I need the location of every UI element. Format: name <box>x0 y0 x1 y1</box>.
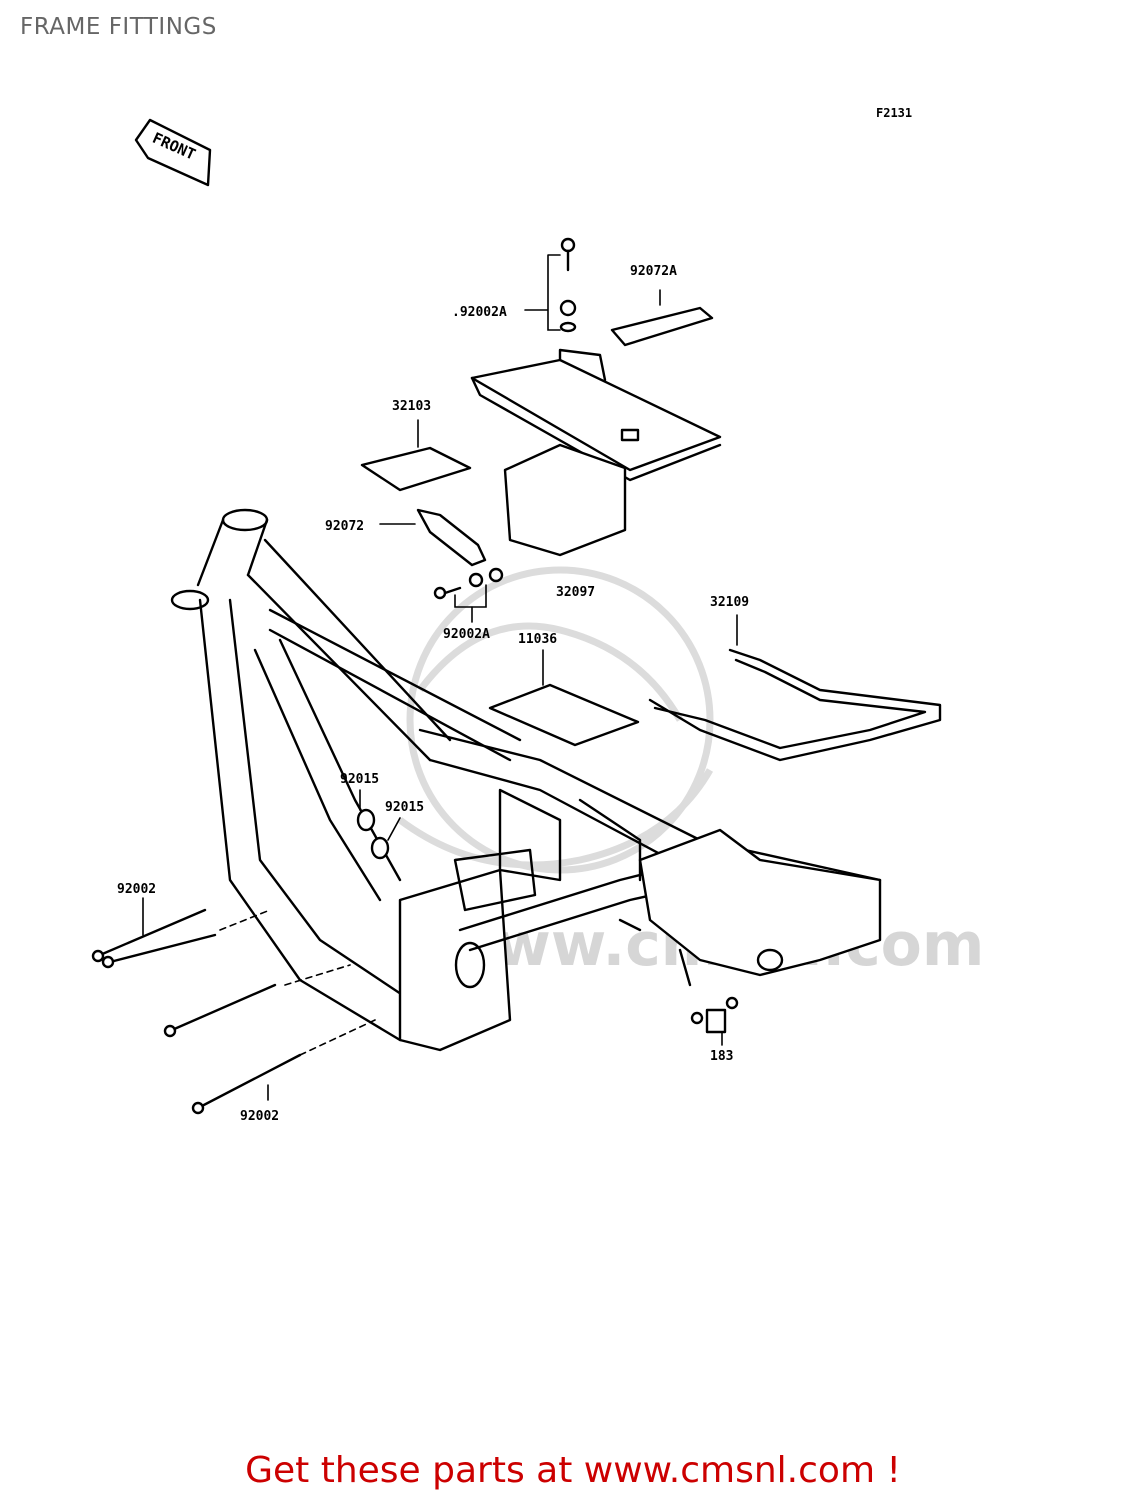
page-title: FRAME FITTINGS <box>20 14 217 40</box>
part-label-92015-a: 92015 <box>340 772 379 787</box>
rail-32109-drawing <box>648 614 942 762</box>
bolt-92002A-bottom-drawing <box>433 567 504 623</box>
part-label-32097: 32097 <box>556 585 595 600</box>
part-label-92072: 92072 <box>325 519 364 534</box>
part-label-32109: 32109 <box>710 595 749 610</box>
part-label-92002A-bottom: 92002A <box>443 627 490 642</box>
bolt-92002A-top-drawing <box>524 237 577 333</box>
pad-32103-drawing <box>360 419 472 492</box>
part-label-92072A: 92072A <box>630 264 677 279</box>
part-label-92015-b: 92015 <box>385 800 424 815</box>
part-label-92002A-top: .92002A <box>452 305 507 320</box>
bolt-92002-drawing <box>91 897 376 1115</box>
part-label-11036: 11036 <box>518 632 557 647</box>
diagram-code: F2131 <box>876 106 912 120</box>
part-label-183: 183 <box>710 1049 733 1064</box>
part-label-92002-bottom: 92002 <box>240 1109 279 1124</box>
strap-92072-drawing <box>379 508 487 567</box>
part-label-32103: 32103 <box>392 399 431 414</box>
front-arrow-icon: FRONT <box>134 118 212 187</box>
grommet-92015-drawing <box>356 789 401 860</box>
battery-case-drawing <box>470 348 722 557</box>
front-label: FRONT <box>150 129 199 164</box>
strap-92072A-drawing <box>610 289 714 347</box>
frame-drawing <box>170 508 882 1052</box>
promo-link[interactable]: Get these parts at www.cmsnl.com ! <box>245 1450 901 1491</box>
part-label-92002-top: 92002 <box>117 882 156 897</box>
plate-11036-drawing <box>488 649 640 747</box>
fastener-183-drawing <box>690 996 739 1046</box>
